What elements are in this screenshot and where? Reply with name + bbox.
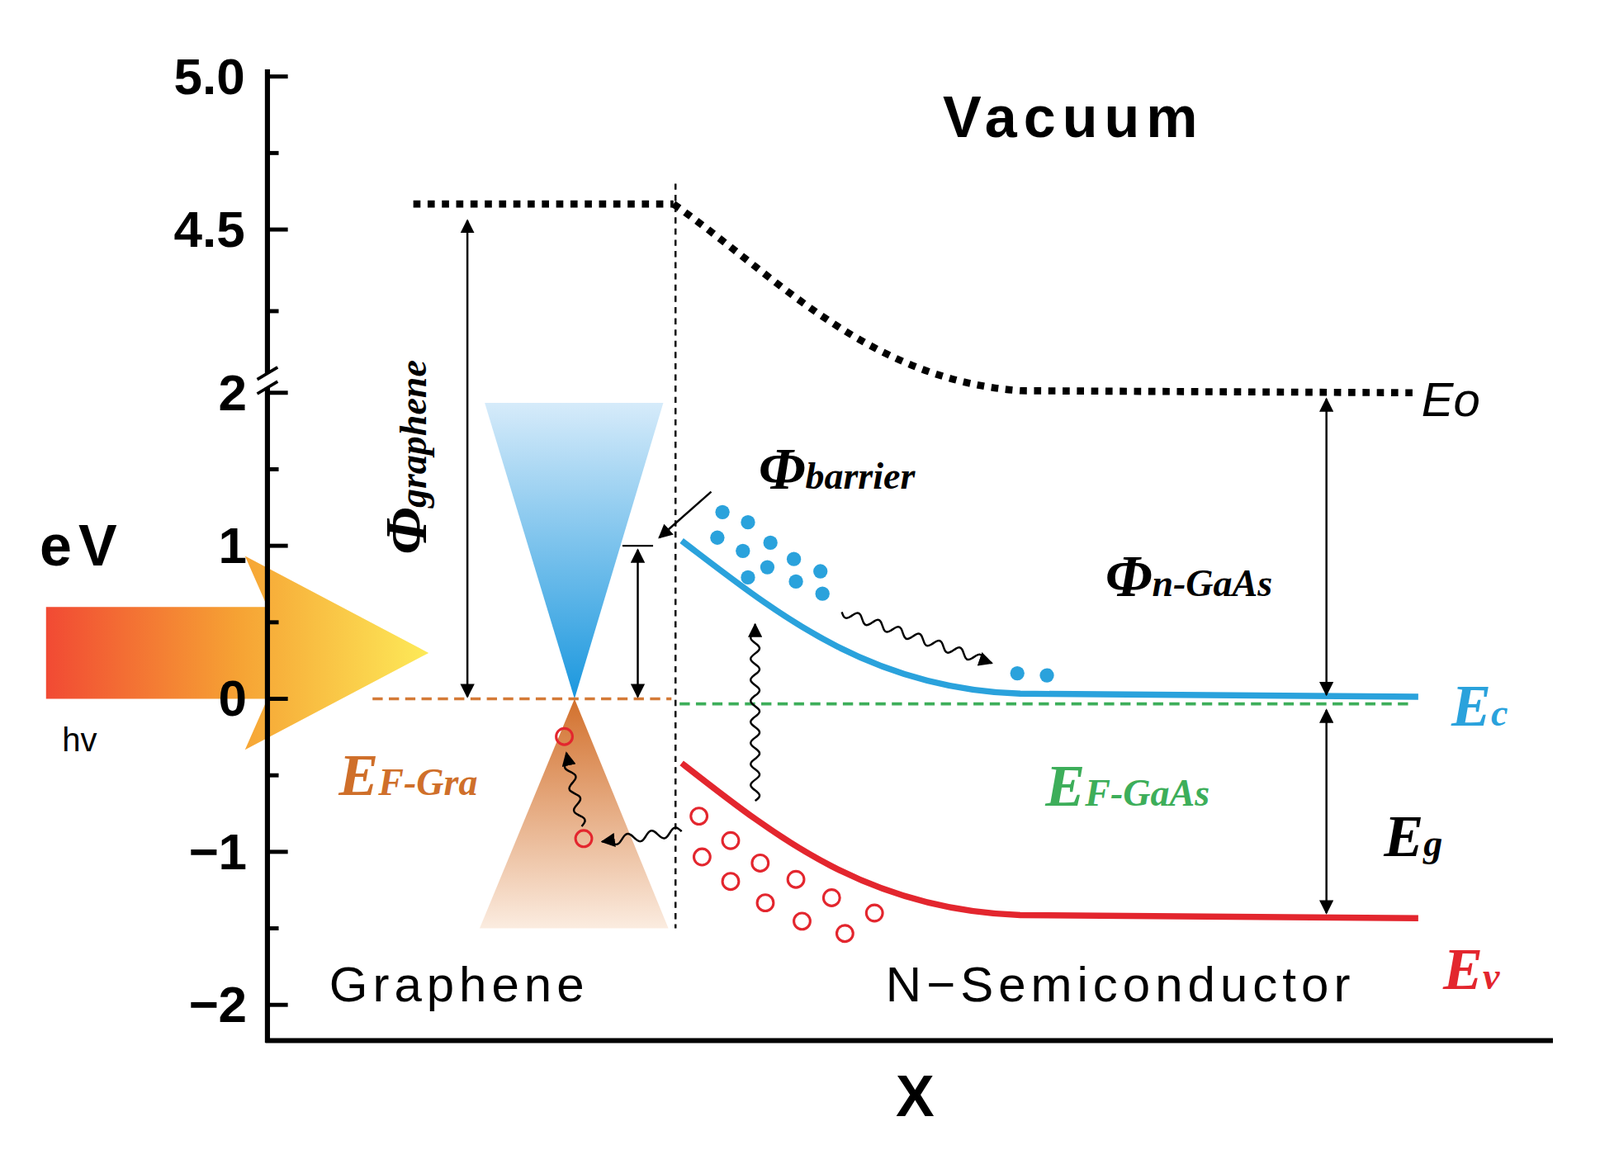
quantity-label: Eg xyxy=(1383,806,1443,867)
hole-circle xyxy=(691,808,708,825)
tick-label: 5.0 xyxy=(173,51,245,103)
electron-dot xyxy=(714,505,729,520)
work-function-arrow xyxy=(466,220,469,697)
carriers xyxy=(556,505,1055,943)
axis-ticks xyxy=(267,76,289,1006)
tick-label: 4.5 xyxy=(173,203,245,256)
hole-circle xyxy=(757,894,774,912)
photon-arrow xyxy=(46,555,429,750)
axis-break xyxy=(257,367,279,394)
hole-circle xyxy=(752,855,769,872)
vacuum-level-gaas xyxy=(673,203,1414,393)
axis-title: X xyxy=(895,1067,942,1126)
level-label: EF-GaAs xyxy=(1045,756,1210,816)
leader-line xyxy=(658,492,711,539)
tick-label: −2 xyxy=(188,979,247,1031)
fermi-level-graphene xyxy=(372,697,672,701)
bandgap-arrow xyxy=(1325,710,1327,914)
electron-dot xyxy=(710,530,725,545)
material-label: N−Semiconductor xyxy=(885,960,1356,1010)
work-function-arrow xyxy=(1325,398,1327,695)
electron-dot xyxy=(763,535,778,550)
transfer-arrow xyxy=(564,752,586,827)
quantity-label: Φgraphene xyxy=(376,359,436,555)
transfer-arrow xyxy=(601,828,682,845)
level-label: Eo xyxy=(1421,375,1481,424)
photon-label: hv xyxy=(61,723,97,757)
hole-circle xyxy=(722,832,739,849)
transfer-arrows xyxy=(564,611,992,844)
quantity-label: Φn-GaAs xyxy=(1105,546,1274,606)
vacuum-level-graphene xyxy=(413,200,674,209)
hole-circle xyxy=(794,913,811,930)
hole-circle xyxy=(787,871,805,888)
hole-circle xyxy=(693,848,711,866)
electron-dot xyxy=(1039,667,1054,682)
conduction-band xyxy=(681,540,1419,697)
transfer-arrow xyxy=(842,611,993,663)
tick-label: −1 xyxy=(188,826,247,878)
barrier-tick xyxy=(622,544,654,547)
level-label: EF-Gra xyxy=(338,745,478,805)
hole-circle xyxy=(823,889,840,907)
electron-dot xyxy=(788,574,803,589)
tick-label: 2 xyxy=(218,367,247,419)
axis-unit: eV xyxy=(39,516,124,575)
level-label: Ec xyxy=(1451,676,1508,736)
hole-circle xyxy=(556,728,573,745)
electron-dot xyxy=(1010,666,1025,681)
electron-dot xyxy=(740,515,755,530)
material-label: Graphene xyxy=(329,960,590,1010)
barrier-arrow xyxy=(636,549,639,697)
tick-label: 0 xyxy=(218,672,247,725)
interface-line xyxy=(674,183,677,928)
transfer-arrow xyxy=(750,624,760,801)
level-label: Ev xyxy=(1443,939,1500,999)
dirac-cone-upper xyxy=(484,402,663,699)
electron-dot xyxy=(786,552,801,567)
region-label: Vacuum xyxy=(942,88,1204,147)
hole-circle xyxy=(836,925,853,943)
electron-dot xyxy=(735,544,750,559)
hole-circle xyxy=(722,873,739,890)
hole-circle xyxy=(575,830,592,848)
electron-dot xyxy=(760,559,775,574)
position-axis xyxy=(265,1037,1553,1043)
tick-label: 1 xyxy=(218,520,247,572)
energy-axis xyxy=(265,69,270,1043)
quantity-label: Φbarrier xyxy=(758,439,916,499)
hole-circle xyxy=(866,904,883,922)
electron-dot xyxy=(813,563,828,578)
electron-dot xyxy=(740,570,755,585)
fermi-level-gaas xyxy=(679,702,1414,706)
dirac-cone-lower xyxy=(479,698,669,928)
electron-dot xyxy=(815,586,830,602)
